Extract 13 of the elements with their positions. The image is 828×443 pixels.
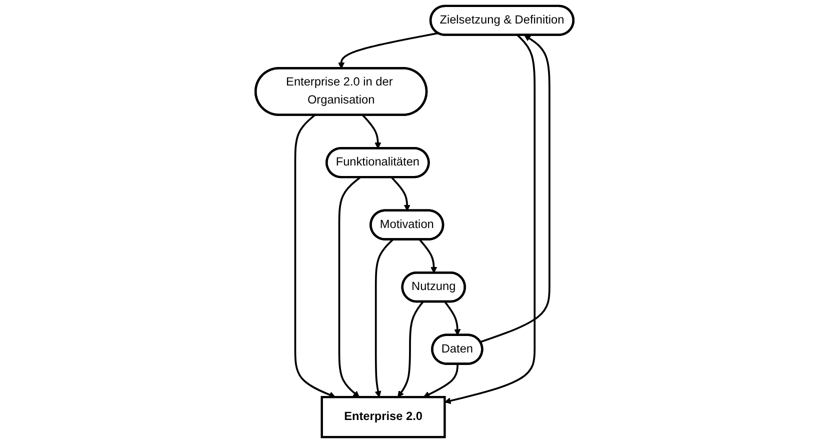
arrow — [338, 176, 360, 398]
arrow — [390, 176, 410, 212]
arrow — [418, 239, 437, 274]
arrow — [338, 32, 438, 69]
arrow — [444, 301, 460, 336]
arrow — [397, 301, 424, 398]
node-box: Enterprise 2.0 — [320, 396, 446, 438]
arrow — [362, 114, 381, 149]
arrow — [374, 238, 393, 398]
arrow — [422, 364, 458, 398]
arrow — [480, 34, 550, 343]
arrow — [444, 34, 536, 404]
arrow — [294, 114, 336, 398]
